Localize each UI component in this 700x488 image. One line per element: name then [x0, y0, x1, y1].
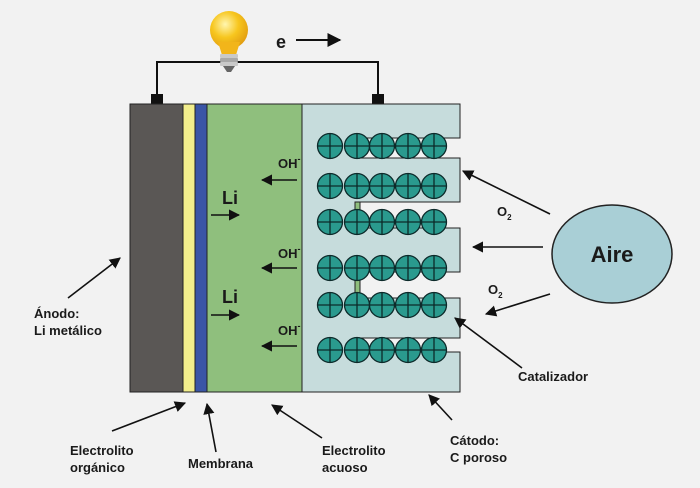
membrane-label: Membrana	[188, 456, 254, 471]
catalyst-sphere	[368, 208, 396, 236]
catalyst-sphere	[420, 172, 448, 200]
catalyst-sphere	[420, 254, 448, 282]
catalyst-sphere	[343, 291, 371, 319]
catalyst-sphere	[343, 172, 371, 200]
hydroxide-label: OH-	[278, 154, 301, 171]
catalyst-sphere	[343, 336, 371, 364]
organic-electrolyte-pointer-arrow-icon	[111, 401, 187, 432]
catalyst-sphere	[394, 172, 422, 200]
catalyst-sphere	[343, 132, 371, 160]
electron-label: e	[276, 32, 286, 52]
oxygen-arrow-icon	[484, 293, 551, 317]
anode-pointer-arrow-icon	[67, 257, 121, 299]
catalyst-sphere	[343, 254, 371, 282]
anode-label: Ánodo: Li metálico	[34, 306, 102, 338]
air-label: Aire	[591, 242, 634, 267]
catalyst-particles	[316, 132, 448, 364]
catalyst-sphere	[394, 254, 422, 282]
catalyst-sphere	[394, 336, 422, 364]
cathode-terminal	[372, 94, 384, 104]
hydroxide-label: OH-	[278, 321, 301, 338]
catalyst-sphere	[343, 208, 371, 236]
oxygen-arrow-icon	[461, 170, 551, 215]
catalyst-pointer-arrow-icon	[454, 317, 523, 369]
catalyst-sphere	[394, 132, 422, 160]
membrane-layer	[194, 103, 208, 393]
catalyst-sphere	[420, 291, 448, 319]
li-ion-label: Li	[222, 188, 238, 208]
oxygen-label: O2	[488, 282, 503, 300]
aqueous-electrolyte-label: Electrolito acuoso	[322, 443, 389, 475]
catalyst-sphere	[316, 254, 344, 282]
catalyst-sphere	[316, 172, 344, 200]
circuit-wire	[156, 61, 379, 97]
catalyst-sphere	[394, 291, 422, 319]
membrane-pointer-arrow-icon	[203, 402, 217, 453]
light-bulb-icon	[210, 11, 248, 72]
organic-electrolyte-label: Electrolito orgánico	[70, 443, 137, 475]
catalyst-sphere	[316, 336, 344, 364]
catalyst-sphere	[420, 336, 448, 364]
cathode-label: Cátodo: C poroso	[450, 433, 507, 465]
air-ellipse	[551, 204, 673, 304]
cathode-pointer-arrow-icon	[428, 394, 453, 421]
oxygen-label: O2	[497, 204, 512, 222]
catalyst-sphere	[368, 291, 396, 319]
anode-block	[129, 103, 184, 393]
catalyst-sphere	[316, 291, 344, 319]
catalyst-label: Catalizador	[518, 369, 588, 384]
hydroxide-group: OH- OH- OH-	[260, 154, 301, 352]
organic-electrolyte-layer	[182, 103, 196, 393]
catalyst-sphere	[316, 132, 344, 160]
catalyst-sphere	[420, 132, 448, 160]
catalyst-sphere	[394, 208, 422, 236]
catalyst-sphere	[368, 336, 396, 364]
catalyst-sphere	[420, 208, 448, 236]
anode-terminal	[151, 94, 163, 104]
catalyst-sphere	[368, 254, 396, 282]
catalyst-sphere	[368, 132, 396, 160]
hydroxide-label: OH-	[278, 244, 301, 261]
li-ion-label: Li	[222, 287, 238, 307]
catalyst-sphere	[316, 208, 344, 236]
catalyst-sphere	[368, 172, 396, 200]
aqueous-electrolyte-pointer-arrow-icon	[271, 404, 323, 439]
